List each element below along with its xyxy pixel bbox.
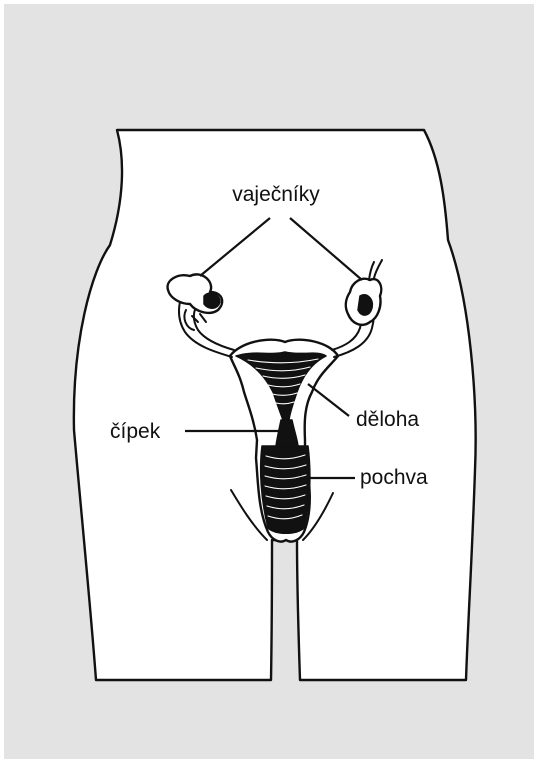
cervix-label: čípek xyxy=(110,420,161,443)
right-ovary-shade xyxy=(358,295,372,315)
ovaries-label: vaječníky xyxy=(232,183,320,206)
uterus-label: děloha xyxy=(356,408,419,431)
left-ovary-shade xyxy=(204,293,220,308)
vagina-label: pochva xyxy=(360,466,428,489)
